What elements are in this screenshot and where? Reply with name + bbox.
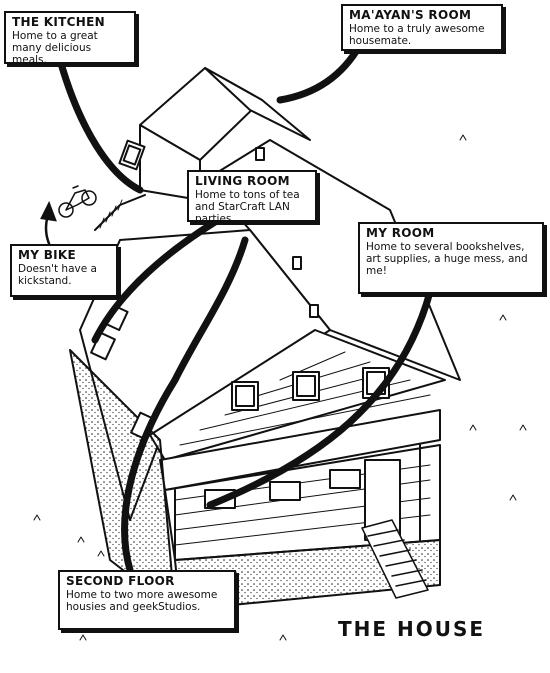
my-room-desc: Home to several bookshelves, art supplie… xyxy=(366,240,528,277)
second-floor-pointer xyxy=(121,236,249,574)
bike-arrow xyxy=(40,200,57,247)
diagram-caption: THE HOUSE xyxy=(338,617,486,641)
grass-marks xyxy=(33,134,527,641)
living-room-desc: Home to tons of tea and StarCraft LAN pa… xyxy=(195,188,300,225)
second-floor-title: SECOND FLOOR xyxy=(66,574,175,588)
my-room-title: MY ROOM xyxy=(366,226,435,240)
living-room-title: LIVING ROOM xyxy=(195,174,290,188)
maayan-room-title: MA'AYAN'S ROOM xyxy=(349,8,472,22)
kitchen-title: THE KITCHEN xyxy=(12,15,105,29)
second-floor-desc: Home to two more awesome housies and gee… xyxy=(66,588,218,613)
kitchen-pointer xyxy=(56,56,144,194)
my-bike-label: MY BIKE Doesn't have a kickstand. xyxy=(10,244,118,297)
my-bike-desc: Doesn't have a kickstand. xyxy=(18,262,97,287)
maayan-pointer xyxy=(276,41,364,104)
my-bike-title: MY BIKE xyxy=(18,248,77,262)
second-floor-label: SECOND FLOOR Home to two more awesome ho… xyxy=(58,570,236,630)
living-pointer xyxy=(91,218,219,344)
bike-icon xyxy=(58,185,97,218)
maayan-room-label: MA'AYAN'S ROOM Home to a truly awesome h… xyxy=(341,4,503,51)
front-stairs xyxy=(361,519,429,599)
maayan-room-desc: Home to a truly awesome housemate. xyxy=(349,22,485,47)
kitchen-label: THE KITCHEN Home to a great many delicio… xyxy=(4,11,136,66)
myroom-pointer xyxy=(206,288,434,509)
my-room-label: MY ROOM Home to several bookshelves, art… xyxy=(358,222,544,294)
kitchen-desc: Home to a great many delicious meals. xyxy=(12,29,98,66)
living-room-label: LIVING ROOM Home to tons of tea and Star… xyxy=(187,170,317,225)
